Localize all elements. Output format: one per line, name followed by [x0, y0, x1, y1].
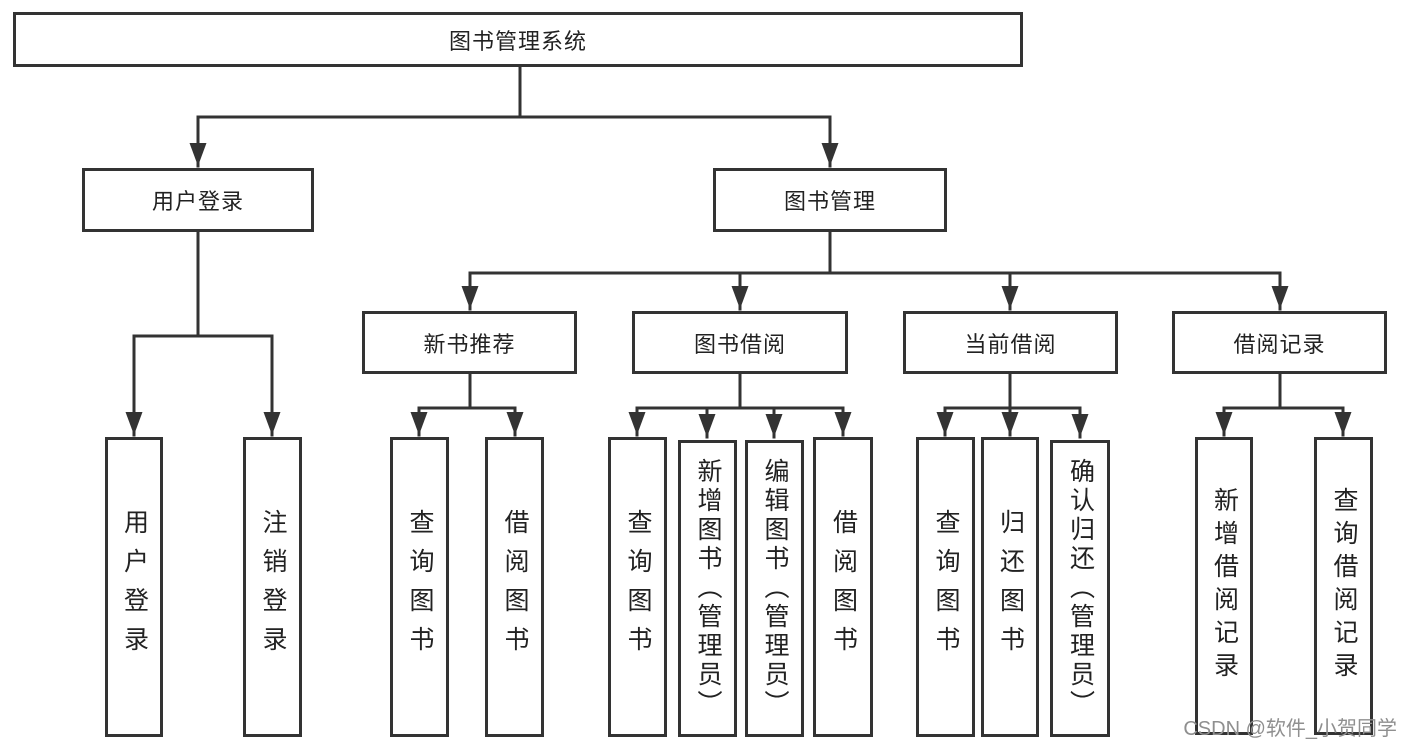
- leaf-confirm-return-admin: 确认归还（管理员）: [1050, 440, 1110, 737]
- node-book-borrow: 图书借阅: [632, 311, 848, 374]
- node-user-login: 用户登录: [82, 168, 314, 232]
- node-new-book-recommend: 新书推荐: [362, 311, 577, 374]
- leaf-query-borrow-record: 查询借阅记录: [1314, 437, 1373, 735]
- watermark: CSDN @软件_小贺同学: [1183, 718, 1397, 740]
- leaf-logout: 注销登录: [243, 437, 302, 737]
- node-book-management: 图书管理: [713, 168, 947, 232]
- node-borrow-records: 借阅记录: [1172, 311, 1387, 374]
- leaf-current-query-books: 查询图书: [916, 437, 975, 737]
- leaf-borrow-query-books: 查询图书: [608, 437, 667, 737]
- leaf-user-login: 用户登录: [105, 437, 163, 737]
- leaf-add-books-admin: 新增图书（管理员）: [678, 440, 737, 737]
- leaf-recommend-query-books: 查询图书: [390, 437, 449, 737]
- node-root: 图书管理系统: [13, 12, 1023, 67]
- leaf-return-books: 归还图书: [981, 437, 1039, 737]
- leaf-borrow-borrow-books: 借阅图书: [813, 437, 873, 737]
- leaf-recommend-borrow-books: 借阅图书: [485, 437, 544, 737]
- leaf-add-borrow-record: 新增借阅记录: [1195, 437, 1253, 735]
- leaf-edit-books-admin: 编辑图书（管理员）: [745, 440, 804, 737]
- node-current-borrow: 当前借阅: [903, 311, 1118, 374]
